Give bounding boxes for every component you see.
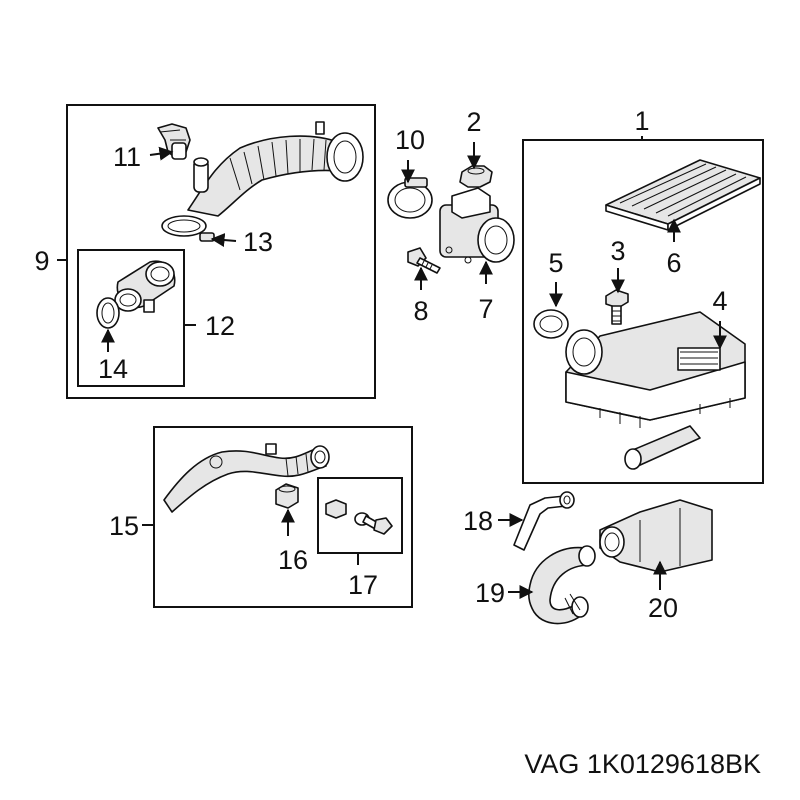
- callout-7: 7: [478, 294, 493, 324]
- group-box-9: [66, 104, 376, 399]
- part-18-pipe-illustration: [513, 491, 575, 551]
- leader-lines: [57, 136, 727, 599]
- callout-13: 13: [243, 227, 273, 257]
- part-12-adaptor-illustration: [114, 260, 176, 313]
- callout-9: 9: [34, 246, 49, 276]
- callout-4: 4: [712, 286, 727, 316]
- part-7-air-flow-sensor-illustration: [439, 187, 515, 264]
- part-3-screw-illustration: [605, 289, 629, 325]
- callout-17: 17: [348, 570, 378, 600]
- part-20-intake-duct-illustration: [599, 499, 713, 573]
- part-14-o-ring-illustration: [96, 297, 120, 329]
- leader-11: [149, 146, 174, 161]
- part-10-clamp-illustration: [387, 177, 433, 219]
- callout-19: 19: [475, 578, 505, 608]
- part-17-bolt-illustration: [325, 499, 393, 535]
- callout-20: 20: [648, 593, 678, 623]
- group-box-15: [153, 426, 413, 608]
- part-19-elbow-hose-illustration: [528, 545, 596, 625]
- callout-12: 12: [205, 311, 235, 341]
- callout-18: 18: [463, 506, 493, 536]
- part-8-bolt-illustration: [407, 247, 441, 274]
- part-9-intake-hose-illustration: [187, 121, 364, 217]
- leader-13: [210, 233, 237, 248]
- callout-8: 8: [413, 296, 428, 326]
- callout-1: 1: [634, 106, 649, 136]
- part-15-hose-illustration: [163, 443, 330, 513]
- callout-5: 5: [548, 248, 563, 278]
- part-1-air-cleaner-housing-illustration: [565, 311, 746, 470]
- part-2-nut-illustration: [459, 165, 493, 188]
- group-box-17: [317, 477, 403, 554]
- callout-labels: 1 2 3 4 5 6 7 8 9 10 11 12 13 14 15 16 1…: [34, 106, 727, 623]
- callout-10: 10: [395, 125, 425, 155]
- callout-6: 6: [666, 248, 681, 278]
- part-number-caption: VAG 1K0129618BK: [524, 749, 761, 779]
- part-6-filter-element-illustration: [605, 159, 761, 231]
- callout-14: 14: [98, 354, 128, 384]
- callout-11: 11: [113, 142, 141, 172]
- group-box-12: [77, 249, 185, 387]
- callout-3: 3: [610, 236, 625, 266]
- part-13-clamp-illustration: [161, 215, 215, 242]
- part-16-grommet-illustration: [275, 483, 299, 509]
- callout-15: 15: [109, 511, 139, 541]
- callout-16: 16: [278, 545, 308, 575]
- part-5-seal-illustration: [533, 309, 569, 339]
- callout-2: 2: [466, 107, 481, 137]
